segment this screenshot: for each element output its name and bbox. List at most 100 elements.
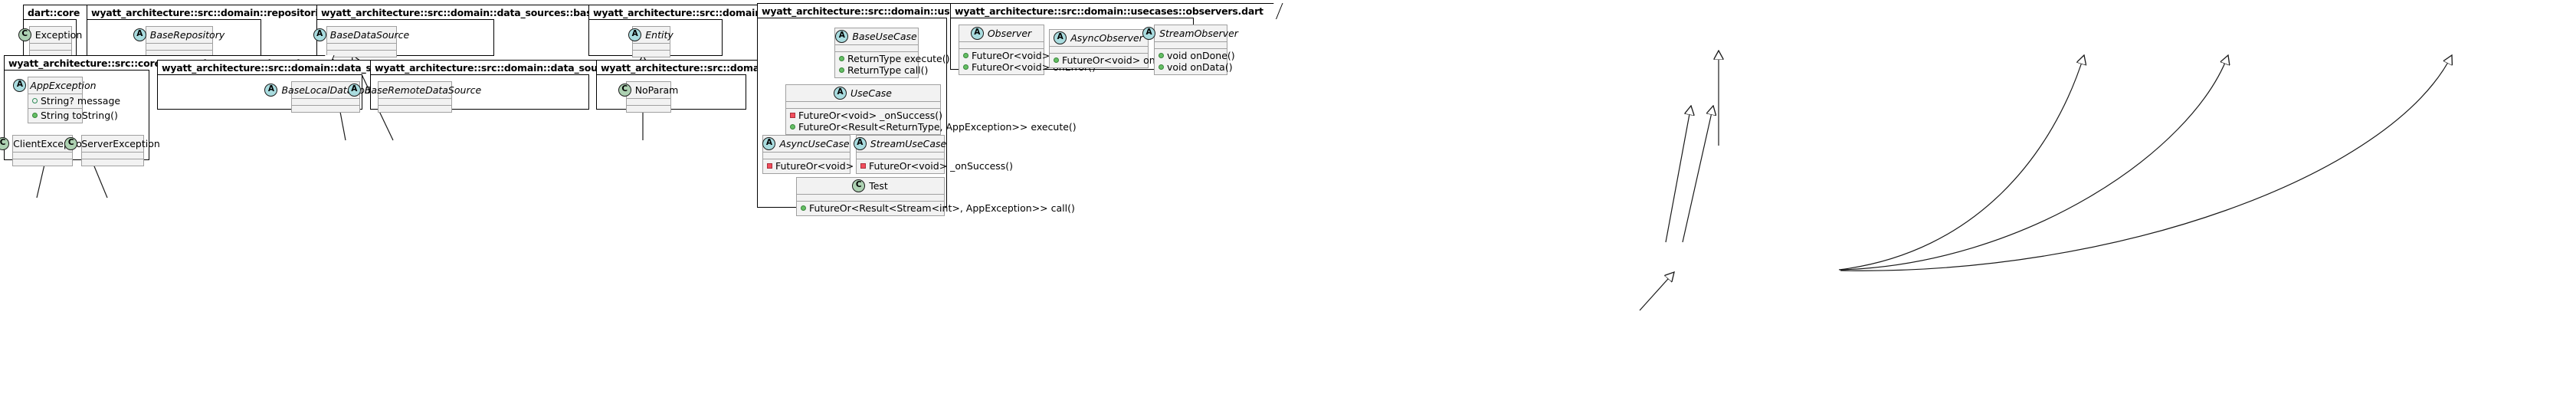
class-attributes: String? message	[28, 94, 120, 108]
divider	[763, 152, 850, 153]
class-attributes	[146, 44, 212, 50]
package-body: A BaseRemoteDataSource	[347, 74, 589, 113]
class-title: A AsyncObserver	[1050, 30, 1148, 46]
class-usecase[interactable]: A UseCase FutureOr<void> _onSuccess() Fu…	[785, 84, 1077, 135]
class-attributes	[30, 44, 71, 50]
class-circle-icon: C	[618, 84, 631, 97]
class-attributes	[327, 44, 396, 50]
public-marker-icon	[32, 113, 38, 118]
divider	[1155, 48, 1227, 49]
divider	[379, 98, 451, 99]
package-usecase: wyatt_architecture::src::domain::usecase…	[757, 3, 1077, 216]
class-title: C NoParam	[618, 82, 678, 98]
class-title: A AppException	[13, 77, 97, 94]
package-body: A AppException String? message String to…	[0, 70, 160, 166]
class-exception[interactable]: C Exception	[18, 26, 82, 57]
divider	[292, 105, 359, 106]
class-noparam[interactable]: C NoParam	[618, 81, 678, 113]
abstract-circle-icon: A	[970, 27, 984, 40]
public-marker-icon	[963, 64, 968, 70]
abstract-circle-icon: A	[313, 28, 326, 41]
class-clientexception[interactable]: C ClientException	[0, 135, 88, 166]
class-streamobserver[interactable]: A StreamObserver void onDone() void onDa…	[1142, 25, 1238, 75]
package-body: A Observer FutureOr<void> onStart() Futu…	[950, 18, 1238, 75]
class-methods	[82, 159, 143, 166]
class-circle-icon: C	[18, 28, 31, 41]
member-row: FutureOr<Result<Stream<int>, AppExceptio…	[801, 202, 1075, 214]
class-entity[interactable]: A Entity	[628, 26, 673, 57]
class-title: A Entity	[628, 27, 673, 43]
class-attributes	[627, 99, 670, 105]
divider	[959, 41, 1044, 42]
member-row: FutureOr<void> _onSuccess()	[860, 160, 1013, 172]
public-marker-icon	[1054, 57, 1059, 63]
divider	[857, 152, 944, 153]
class-title: C Exception	[18, 27, 82, 43]
class-circle-icon: C	[64, 137, 78, 150]
class-methods	[292, 106, 359, 112]
package-dart-core: dart::core C Exception	[18, 5, 93, 57]
class-serverexception[interactable]: C ServerException	[64, 135, 160, 166]
member-row: FutureOr<Result<ReturnType, AppException…	[790, 121, 1077, 133]
protected-marker-icon	[32, 98, 38, 103]
class-methods: FutureOr<Result<Stream<int>, AppExceptio…	[797, 202, 1075, 215]
class-baserepository[interactable]: A BaseRepository	[133, 26, 224, 57]
public-marker-icon	[839, 56, 844, 61]
abstract-circle-icon: A	[1142, 27, 1156, 40]
abstract-circle-icon: A	[1054, 31, 1067, 44]
package-body: A BaseRepository	[87, 19, 261, 57]
edge-streamusecase-usecase	[1682, 106, 1713, 243]
class-title: C ClientException	[0, 136, 88, 152]
divider	[1050, 46, 1148, 47]
abstract-circle-icon: A	[133, 28, 146, 41]
class-streamusecase[interactable]: A StreamUseCase FutureOr<void> _onSucces…	[853, 135, 1013, 174]
class-circle-icon: C	[0, 137, 10, 150]
public-marker-icon	[801, 205, 806, 211]
member-row: String toString()	[32, 110, 118, 121]
divider	[633, 43, 670, 44]
divider	[786, 101, 940, 102]
class-attributes	[379, 99, 451, 105]
divider	[1050, 53, 1148, 54]
package-label: wyatt_architecture::src::domain::usecase…	[950, 3, 1277, 18]
class-methods	[627, 106, 670, 112]
abstract-circle-icon: A	[835, 30, 849, 43]
class-observer[interactable]: A Observer FutureOr<void> onStart() Futu…	[959, 25, 1096, 75]
class-test[interactable]: C Test FutureOr<Result<Stream<int>, AppE…	[796, 177, 1075, 216]
class-appexception[interactable]: A AppException String? message String to…	[13, 77, 120, 123]
class-title: A BaseDataSource	[313, 27, 409, 43]
class-title: A AsyncUseCase	[762, 136, 850, 152]
class-attributes	[1155, 42, 1227, 48]
class-baseremotedatasource[interactable]: A BaseRemoteDataSource	[347, 81, 481, 113]
package-body: C NoParam	[596, 74, 746, 113]
divider	[28, 108, 82, 109]
edge-usecase-observer	[1838, 55, 2084, 271]
member-row: FutureOr<void> onError()	[963, 61, 1096, 73]
public-marker-icon	[790, 124, 795, 130]
divider	[327, 50, 396, 51]
package-label: dart::core	[23, 5, 93, 20]
package-body: A BaseDataSource	[313, 19, 494, 57]
class-basedatasource[interactable]: A BaseDataSource	[313, 26, 409, 57]
edge-asyncusecase-asyncobserver	[1840, 55, 2228, 271]
member-row: FutureOr<void> onStart()	[963, 50, 1096, 61]
class-methods	[327, 51, 396, 57]
package-body: C Exception	[18, 19, 82, 57]
member-row: ReturnType call()	[839, 64, 928, 76]
class-title: A BaseRemoteDataSource	[347, 82, 481, 98]
class-asyncobserver[interactable]: A AsyncObserver FutureOr<void> onComplet…	[1049, 29, 1209, 68]
class-circle-icon: C	[852, 179, 866, 192]
package-body: A BaseLocalDataSource	[157, 74, 386, 113]
class-attributes	[786, 102, 940, 108]
package-body: A BaseUseCase ReturnType execute() Retur…	[757, 18, 1077, 216]
class-methods	[13, 159, 72, 166]
abstract-circle-icon: A	[834, 87, 847, 100]
class-methods: String toString()	[28, 109, 118, 123]
package-base-repository: wyatt_architecture::src::domain::reposit…	[87, 5, 459, 57]
class-title: C Test	[797, 178, 944, 194]
class-baseusecase[interactable]: A BaseUseCase ReturnType execute() Retur…	[834, 28, 949, 78]
abstract-circle-icon: A	[13, 79, 27, 92]
class-asyncusecase[interactable]: A AsyncUseCase FutureOr<void> _onSuccess…	[762, 135, 919, 174]
class-attributes	[835, 45, 918, 51]
public-marker-icon	[963, 53, 968, 58]
